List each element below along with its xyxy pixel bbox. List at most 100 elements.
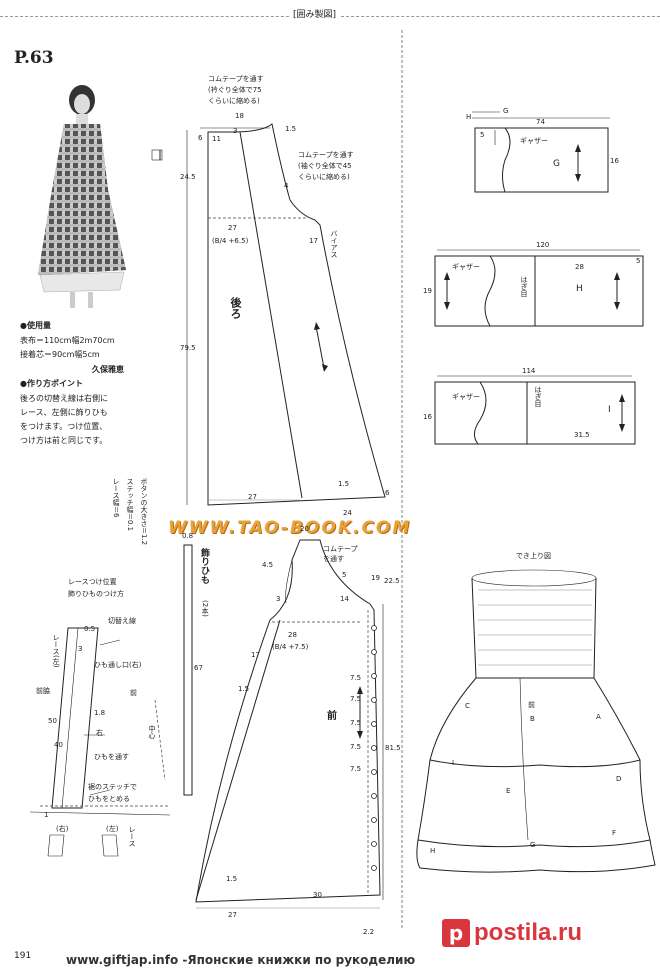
panel-I-letter: I (608, 405, 611, 415)
back-d15b: 1.5 (338, 480, 350, 488)
page-number: 191 (14, 951, 32, 961)
footer-site: www.giftjap.info -Японские книжки по рук… (66, 953, 416, 967)
detail-right: 右 (96, 729, 103, 737)
postila-logo-text: postila.ru (474, 919, 583, 946)
back-d18: 18 (235, 112, 244, 120)
front-outline (195, 539, 381, 903)
back-d6: 6 (198, 134, 203, 142)
finished-label-A: A (596, 713, 601, 721)
back-panel-line (239, 131, 303, 499)
detail-d40: 40 (54, 741, 63, 749)
panel-H-half: 28 (575, 263, 584, 271)
panel-G-letter: G (553, 159, 560, 169)
front-tape-note2: を通す (323, 555, 344, 563)
postila-logo-icon: p (442, 919, 470, 947)
detail-d3: 3 (78, 645, 83, 653)
front-buttons (371, 625, 377, 871)
front-d28: 28 (288, 631, 297, 639)
panel-H-gather: ギャザー (452, 263, 480, 271)
back-label: 後ろ (229, 297, 242, 319)
points-line2: レース、左側に飾りひも (20, 408, 108, 417)
back-d245: 24.5 (180, 173, 196, 181)
detail-front: 前 (130, 689, 137, 697)
detail-pass: ひもを通す (94, 753, 129, 761)
tie-count: (2本) (201, 600, 209, 617)
materials-line1: 表布＝110cm幅2m70cm (20, 336, 115, 345)
finished-label-G: G (530, 841, 536, 849)
finished-label-front: 前 (528, 701, 535, 709)
front-d15b: 1.5 (226, 875, 238, 883)
detail-d1: 1 (44, 811, 49, 819)
panel-H-grain: はぎ目 (520, 276, 528, 297)
panel-G-H: H (466, 113, 472, 121)
detail-hem2: ひもをとめる (88, 795, 130, 803)
back-arm-note2: (袖ぐり全体で45 (298, 162, 352, 170)
back-arm-note: コムテープを通す (298, 151, 354, 159)
materials-title: ●使用量 (20, 321, 51, 330)
spec-button: ボタンの大きさ＝1.2 (140, 478, 148, 546)
back-d4: 4 (284, 182, 289, 190)
panel-I (434, 375, 636, 445)
front-d5: 5 (342, 571, 347, 579)
front-d22: 2.2 (363, 928, 375, 936)
panel-I-gather: ギャザー (452, 393, 480, 401)
finished-label-C: C (465, 702, 470, 710)
panel-H-d5: 5 (636, 257, 641, 265)
spec-stitch: ステッチ幅＝0.1 (126, 478, 134, 532)
finished-label-F: F (612, 829, 617, 837)
finished-title: でき上り図 (516, 552, 551, 560)
points-line3: をつけます。つけ位置、 (20, 422, 108, 431)
detail-lace-left: レース(左) (52, 634, 60, 668)
front-d45: 4.5 (262, 561, 274, 569)
finished-label-H: H (430, 847, 436, 855)
detail-lace-label: レース (128, 826, 136, 847)
page-id: P.63 (14, 48, 54, 68)
front-d19: 19 (371, 574, 380, 582)
detail-hem1: 裾のステッチで (88, 783, 137, 791)
front-d75e: 7.5 (350, 765, 362, 773)
header-label: [囲み製図] (290, 11, 340, 20)
back-d3: 3 (233, 127, 238, 135)
finished-label-E: E (506, 787, 511, 795)
panel-G (472, 111, 610, 193)
panel-G-d5: 5 (480, 131, 485, 139)
front-formula: (B/4 +7.5) (272, 643, 309, 651)
front-d20: 20 (300, 525, 309, 533)
detail-center: 中心 (148, 725, 156, 739)
points-title: ●作り方ポイント (20, 379, 83, 388)
spec-lace: レース幅＝6 (112, 478, 120, 518)
front-d27: 27 (228, 911, 237, 919)
points-line1: 後ろの切替え線は右側に (20, 394, 108, 403)
front-tape-note: コムテープ (323, 545, 358, 553)
front-d17: 17 (251, 651, 260, 659)
finished-label-I: I (452, 759, 455, 767)
panel-I-grain: はぎ目 (534, 386, 542, 407)
back-tape-note2: (衿ぐり全体で75 (208, 86, 262, 94)
front-d75b: 7.5 (350, 695, 362, 703)
panel-G-width: 74 (536, 118, 545, 126)
front-panel-line (195, 619, 281, 901)
back-d15: 1.5 (285, 125, 297, 133)
detail-d05: 0.5 (84, 625, 96, 633)
detail-switch-line: 切替え線 (108, 617, 136, 625)
detail-opening: ひも通し口(右) (94, 661, 142, 669)
tie-strip (183, 544, 193, 796)
back-d11: 11 (212, 135, 221, 143)
detail-front-side: 前脇 (36, 687, 50, 695)
panel-G-height: 16 (610, 157, 619, 165)
front-d75c: 7.5 (350, 719, 362, 727)
model-photo (30, 80, 130, 310)
panel-H-letter: H (576, 284, 583, 294)
panel-I-height: 16 (423, 413, 432, 421)
finished-label-D: D (616, 775, 622, 783)
tie-label: 飾りひも (199, 548, 209, 584)
front-d24: 24 (343, 509, 352, 517)
detail-d18: 1.8 (94, 709, 106, 717)
front-d3: 3 (276, 595, 281, 603)
back-d17: 17 (309, 237, 318, 245)
detail-r-label: (右) (56, 825, 69, 833)
detail-title2: 飾りひものつけ方 (68, 590, 124, 598)
panel-H (434, 249, 644, 327)
back-d27: 27 (228, 224, 237, 232)
